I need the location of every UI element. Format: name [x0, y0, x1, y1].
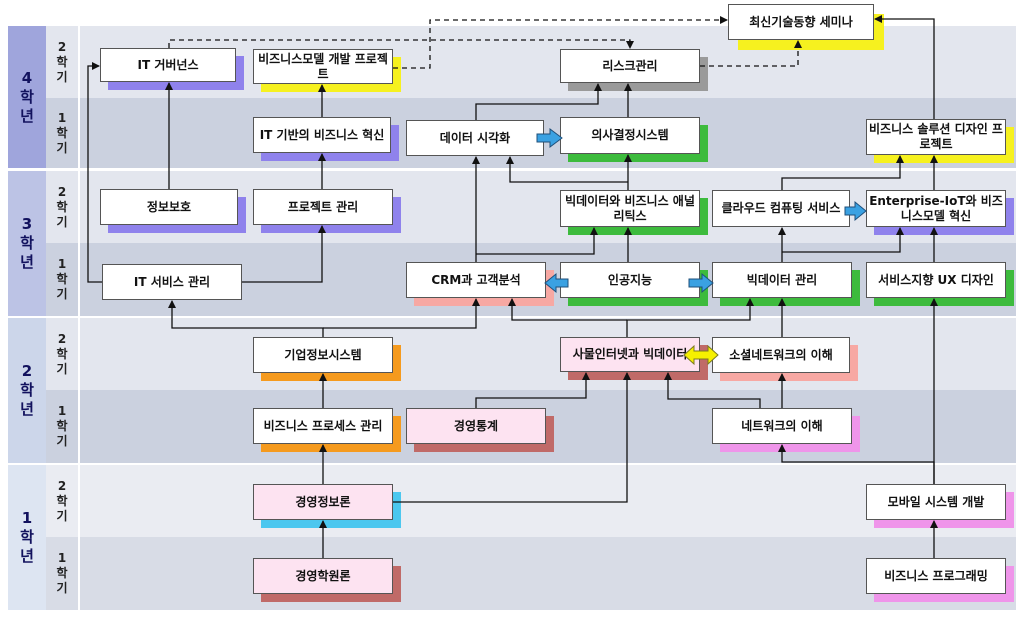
course-project-mgmt: 프로젝트 관리: [253, 189, 393, 225]
y3-sem2-label: 2학기: [46, 171, 78, 243]
course-cloud: 클라우드 컴퓨팅 서비스: [712, 190, 850, 227]
y1-sem2-label: 2학기: [46, 465, 78, 537]
y3-sem1-label: 1학기: [46, 243, 78, 316]
course-data-viz: 데이터 시각화: [406, 120, 544, 156]
course-iot-bigdata: 사물인터넷과 빅데이터: [560, 337, 700, 372]
y4-sem1-label: 1학기: [46, 98, 78, 168]
course-it-service: IT 서비스 관리: [102, 264, 242, 300]
year-4-label: 4학년: [8, 26, 46, 168]
course-eiot: Enterprise-IoT와 비즈니스모델 혁신: [866, 190, 1006, 227]
course-dss: 의사결정시스템: [560, 117, 700, 154]
course-mgmt-principles: 경영학원론: [253, 558, 393, 594]
y2-sem2-label: 2학기: [46, 318, 78, 390]
course-erp: 기업정보시스템: [253, 337, 393, 373]
course-bigdata-mgmt: 빅데이터 관리: [712, 262, 852, 298]
course-ai: 인공지능: [560, 262, 700, 298]
year-3-label: 3학년: [8, 171, 46, 316]
course-bm-project: 비즈니스모델 개발 프로젝트: [253, 49, 393, 84]
course-it-innovation: IT 기반의 비즈니스 혁신: [253, 117, 391, 153]
course-solution-design: 비즈니스 솔루션 디자인 프로젝트: [866, 119, 1006, 155]
course-stats: 경영통계: [406, 408, 546, 444]
y1-sem1-label: 1학기: [46, 537, 78, 610]
course-network: 네트워크의 이해: [712, 408, 852, 444]
course-bpm: 비즈니스 프로세스 관리: [253, 408, 393, 444]
y2-sem1-label: 1학기: [46, 390, 78, 463]
course-mobile: 모바일 시스템 개발: [866, 484, 1006, 520]
course-seminar: 최신기술동향 세미나: [728, 4, 874, 40]
course-biz-programming: 비즈니스 프로그래밍: [866, 558, 1006, 594]
course-mis: 경영정보론: [253, 484, 393, 520]
band-y1-s1: [80, 537, 1016, 610]
year-2-label: 2학년: [8, 318, 46, 463]
course-crm: CRM과 고객분석: [406, 262, 546, 298]
y4-sem2-label: 2학기: [46, 26, 78, 98]
course-it-governance: IT 거버넌스: [100, 48, 236, 82]
course-ux: 서비스지향 UX 디자인: [866, 262, 1006, 298]
course-risk: 리스크관리: [560, 49, 700, 83]
course-sna: 소셜네트워크의 이해: [712, 337, 850, 373]
course-security: 정보보호: [100, 189, 238, 225]
year-1-label: 1학년: [8, 465, 46, 610]
course-bigdata-analytics: 빅데이터와 비즈니스 애널리틱스: [560, 190, 700, 227]
band-y2-s2: [80, 318, 1016, 390]
